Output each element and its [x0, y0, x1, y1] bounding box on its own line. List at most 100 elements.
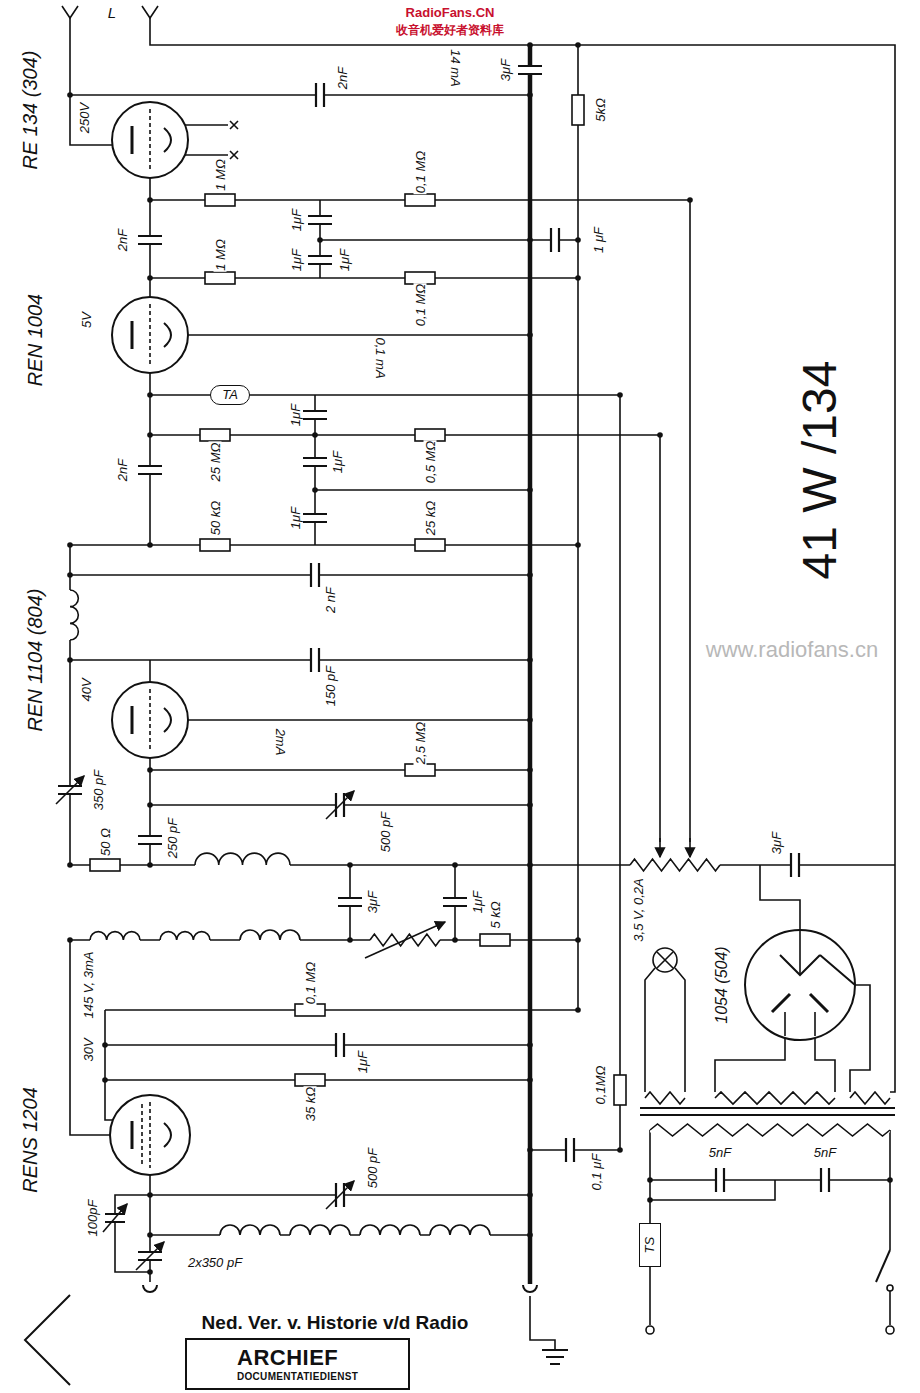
component-value: 0,1 mA	[374, 336, 387, 379]
tube-cathode	[164, 708, 171, 732]
variable-arrow	[659, 838, 661, 857]
resistor-symbol	[205, 272, 235, 284]
resistor-symbol	[90, 859, 120, 871]
component-value: 3μF	[366, 890, 379, 914]
junction-dot	[67, 572, 73, 578]
wire	[760, 865, 800, 930]
wire	[150, 18, 895, 1092]
coil-symbol	[195, 853, 290, 865]
capacitor-gap	[346, 898, 354, 906]
resistor-symbol	[572, 95, 584, 125]
capacitor-symbol	[551, 228, 559, 252]
tube-type: REN 1004	[25, 293, 45, 387]
filament-terminal	[230, 151, 238, 159]
capacitor-symbol	[303, 458, 327, 466]
coil-symbol	[430, 1225, 490, 1235]
capacitor-gap	[336, 1042, 344, 1048]
component-value: 250 pF	[166, 817, 179, 859]
wire	[70, 659, 530, 661]
component-value: 145 V, 3mA	[82, 951, 95, 1020]
tube-grid	[149, 304, 151, 366]
tube-anode	[131, 126, 134, 154]
tube-envelope	[112, 682, 188, 758]
coil-gap	[290, 1233, 350, 1238]
junction-dot	[147, 542, 153, 548]
junction-dot	[527, 92, 533, 98]
junction-dot	[67, 542, 73, 548]
lamp-symbol	[653, 948, 677, 972]
resistor-symbol	[200, 429, 230, 441]
component-value: 2nF	[336, 66, 349, 90]
capacitor-symbol	[518, 66, 542, 74]
component-value: 2mA	[274, 728, 287, 757]
rectifier-filament	[780, 955, 855, 985]
resistor-symbol	[614, 1075, 626, 1105]
junction-dot	[347, 937, 353, 943]
component-value: 3μF	[499, 58, 512, 82]
model-number: 41 W /134	[796, 360, 844, 581]
variable-arrow	[326, 1181, 354, 1209]
socket-symbol	[143, 1285, 157, 1292]
component-value: 500 pF	[366, 1147, 379, 1189]
switch-blade	[876, 1250, 890, 1282]
capacitor-gap	[311, 411, 319, 419]
wire	[70, 18, 112, 145]
junction-dot	[527, 237, 533, 243]
component-value: 0,1 MΩ	[304, 961, 317, 1005]
coil-gap	[68, 590, 73, 640]
junction-dot	[527, 1232, 533, 1238]
junction-dot	[527, 767, 533, 773]
component-value: 35 kΩ	[304, 1086, 317, 1122]
junction-dot	[527, 657, 533, 663]
capacitor-gap	[311, 514, 319, 522]
coil-gap	[220, 1233, 280, 1238]
wire	[240, 395, 620, 1150]
wire	[188, 719, 530, 721]
wire	[149, 178, 151, 278]
component-value: 1 MΩ	[214, 158, 227, 192]
component-value: 2x350 pF	[187, 1256, 243, 1269]
component-value: 1μF	[356, 1050, 369, 1074]
wire	[105, 1010, 113, 1120]
junction-dot	[575, 937, 581, 943]
component-value: 2nF	[116, 228, 129, 252]
lamp-filament	[657, 952, 673, 968]
junction-dot	[647, 1177, 653, 1183]
wire	[183, 124, 228, 126]
variable-arrow	[365, 922, 445, 958]
tube-grid	[149, 1102, 151, 1168]
resistor-symbol	[415, 539, 445, 551]
component-value: 250V	[78, 102, 91, 134]
wire	[530, 1296, 555, 1350]
junction-dot	[147, 1232, 153, 1238]
tube-cathode	[164, 1123, 171, 1147]
wire	[320, 239, 578, 241]
component-value: 1 MΩ	[214, 238, 227, 272]
component-value: 5 kΩ	[489, 900, 502, 929]
junction-dot	[147, 275, 153, 281]
component-value: 350 pF	[92, 769, 105, 811]
coil-gap	[160, 938, 210, 943]
junction-dot	[527, 862, 533, 868]
capacitor-symbol	[308, 216, 332, 224]
junction-dot	[452, 862, 458, 868]
variable-arrow	[103, 1204, 127, 1232]
ground-symbol	[542, 1350, 568, 1364]
wire	[815, 1036, 835, 1092]
junction-dot	[452, 937, 458, 943]
component-value: 0,1MΩ	[594, 1065, 607, 1106]
component-value: 2,5 MΩ	[414, 721, 427, 765]
coil-symbol	[160, 932, 210, 940]
junction-dot	[527, 1042, 533, 1048]
capacitor-symbol	[308, 256, 332, 264]
junction-dot	[102, 1042, 108, 1048]
coil-symbol	[290, 1225, 350, 1235]
junction-dot	[527, 1192, 533, 1198]
wire	[645, 968, 655, 1092]
junction-dot	[312, 432, 318, 438]
capacitor-gap	[146, 236, 154, 244]
stamp-title: ARCHIEF	[237, 1346, 338, 1370]
coil-symbol	[90, 932, 140, 940]
component-value: 3μF	[770, 831, 783, 855]
rectifier-envelope	[745, 930, 855, 1040]
